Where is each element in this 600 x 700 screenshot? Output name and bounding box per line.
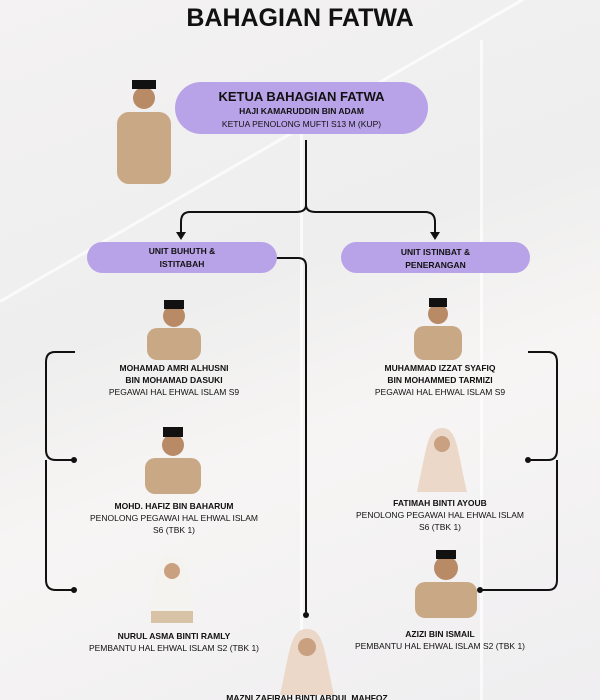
person-name: BIN MOHAMMED TARMIZI	[387, 375, 493, 385]
person-role: PEGAWAI HAL EHWAL ISLAM S9	[108, 387, 240, 397]
dot-icon	[525, 457, 531, 463]
dot-icon	[71, 587, 77, 593]
photo-person	[145, 427, 201, 494]
photo-person	[415, 550, 477, 618]
photo-person	[414, 298, 462, 360]
person-role: PEMBANTU HAL EHWAL ISLAM S2 (TBK 1)	[354, 641, 526, 651]
person-nurul: NURUL ASMA BINTI RAMLY PEMBANTU HAL EHWA…	[54, 630, 294, 654]
right-bracket	[482, 351, 558, 591]
head-role: KETUA PENOLONG MUFTI S13 M (KUP)	[221, 119, 382, 129]
person-name: MAZNI ZAFIRAH BINTI ABDUL MAHFOZ	[226, 693, 388, 700]
person-role: PEMBANTU HAL EHWAL ISLAM S2 (TBK 1)	[88, 643, 260, 653]
person-name: BIN MOHAMAD DASUKI	[125, 375, 223, 385]
connector-mazni	[275, 257, 307, 612]
person-name: NURUL ASMA BINTI RAMLY	[117, 631, 231, 641]
left-bracket	[45, 351, 75, 591]
photo-head	[117, 80, 171, 184]
head-box: KETUA BAHAGIAN FATWA HAJI KAMARUDDIN BIN…	[175, 82, 428, 134]
photo-person	[149, 555, 195, 623]
dot-icon	[477, 587, 483, 593]
person-role: PENOLONG PEGAWAI HAL EHWAL ISLAM	[356, 510, 524, 520]
person-azizi: AZIZI BIN ISMAIL PEMBANTU HAL EHWAL ISLA…	[320, 628, 560, 652]
dot-icon	[71, 457, 77, 463]
person-name: AZIZI BIN ISMAIL	[405, 629, 475, 639]
person-role: S6 (TBK 1)	[152, 525, 196, 535]
background-line	[300, 120, 303, 700]
unit-label: UNIT BUHUTH &	[148, 246, 216, 256]
person-role: PEGAWAI HAL EHWAL ISLAM S9	[374, 387, 506, 397]
arrow-icon	[176, 232, 186, 240]
dot-icon	[303, 612, 309, 618]
person-mazni: MAZNI ZAFIRAH BINTI ABDUL MAHFOZ	[187, 692, 427, 700]
person-hafiz: MOHD. HAFIZ BIN BAHARUM PENOLONG PEGAWAI…	[54, 500, 294, 536]
head-heading: KETUA BAHAGIAN FATWA	[218, 89, 385, 104]
unit-box-istinbat: UNIT ISTINBAT & PENERANGAN	[341, 242, 530, 273]
photo-person	[417, 428, 467, 492]
connector-head-right	[305, 204, 436, 236]
unit-label: PENERANGAN	[405, 260, 466, 270]
person-role: S6 (TBK 1)	[418, 522, 462, 532]
person-izzat: MUHAMMAD IZZAT SYAFIQ BIN MOHAMMED TARMI…	[320, 362, 560, 398]
person-name: MUHAMMAD IZZAT SYAFIQ	[384, 363, 496, 373]
page-title: BAHAGIAN FATWA	[186, 4, 414, 32]
background-line	[480, 40, 483, 700]
person-name: MOHAMAD AMRI ALHUSNI	[119, 363, 229, 373]
person-role: PENOLONG PEGAWAI HAL EHWAL ISLAM	[90, 513, 258, 523]
person-amri: MOHAMAD AMRI ALHUSNI BIN MOHAMAD DASUKI …	[54, 362, 294, 398]
arrow-icon	[430, 232, 440, 240]
person-name: FATIMAH BINTI AYOUB	[393, 498, 487, 508]
unit-box-buhuth: UNIT BUHUTH & ISTITABAH	[87, 242, 277, 273]
unit-label: ISTITABAH	[159, 259, 205, 269]
unit-label: UNIT ISTINBAT &	[400, 247, 471, 257]
connector-head-left	[180, 140, 307, 236]
person-fatimah: FATIMAH BINTI AYOUB PENOLONG PEGAWAI HAL…	[320, 497, 560, 533]
person-name: MOHD. HAFIZ BIN BAHARUM	[114, 501, 234, 511]
photo-person	[280, 629, 334, 695]
photo-person	[147, 300, 201, 360]
head-name: HAJI KAMARUDDIN BIN ADAM	[239, 106, 364, 116]
